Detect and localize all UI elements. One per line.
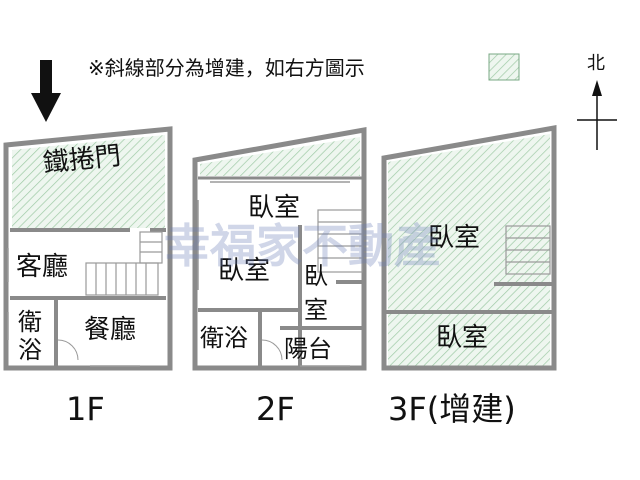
floor-1-dining-room: 餐廳 bbox=[84, 315, 136, 345]
floor-2-label: 2F bbox=[256, 390, 295, 428]
floor-1-outer-wall bbox=[3, 126, 173, 371]
floor-1-living-room: 客廳 bbox=[16, 252, 68, 282]
watermark-text: 幸福家不動產 bbox=[164, 219, 440, 273]
floor-2-plan: 臥室 臥室 臥 室 衛浴 陽台 2F bbox=[192, 127, 367, 428]
floor-1-label: 1F bbox=[66, 390, 105, 428]
floor-1-bath-top: 衛 bbox=[18, 308, 42, 336]
floor-3-plan: 臥室 臥室 3F(增建) bbox=[381, 125, 557, 428]
floor-2-bedroom-right-top: 臥 bbox=[304, 262, 328, 290]
floor-3-bedroom-top: 臥室 bbox=[428, 223, 480, 253]
hatch-legend-note: ※斜線部分為增建，如右方圖示 bbox=[88, 56, 365, 80]
floor-3-outer-wall bbox=[381, 125, 557, 371]
north-label: 北 bbox=[587, 53, 605, 74]
north-arrow-icon bbox=[592, 80, 602, 96]
floor-2-bedroom-left: 臥室 bbox=[218, 256, 270, 286]
floor-2-hatched-area bbox=[200, 137, 360, 176]
floor-2-stair bbox=[317, 209, 363, 273]
floor-2-bedroom-top: 臥室 bbox=[248, 193, 300, 223]
north-compass: 北 bbox=[577, 53, 617, 150]
floor-2-balcony: 陽台 bbox=[284, 335, 332, 363]
floor-2-bedroom-right-bottom: 室 bbox=[304, 296, 328, 324]
floor-2-bath: 衛浴 bbox=[200, 324, 248, 352]
floor-3-stair bbox=[505, 225, 551, 275]
floor-1-bath-bottom: 浴 bbox=[18, 336, 42, 364]
floor-1-stair bbox=[85, 231, 163, 296]
hatch-legend-swatch bbox=[488, 53, 520, 81]
floor-2-outer-wall bbox=[192, 127, 367, 371]
floor-3-bedroom-bottom: 臥室 bbox=[436, 323, 488, 353]
floor-1-plan: 鐵捲門 客廳 餐廳 衛 浴 1F bbox=[3, 126, 173, 428]
floor-3-hatched-area bbox=[388, 134, 550, 366]
down-arrow-icon bbox=[31, 60, 61, 122]
floor-1-hatched-area bbox=[12, 135, 165, 228]
floor-3-label: 3F(增建) bbox=[388, 390, 516, 428]
